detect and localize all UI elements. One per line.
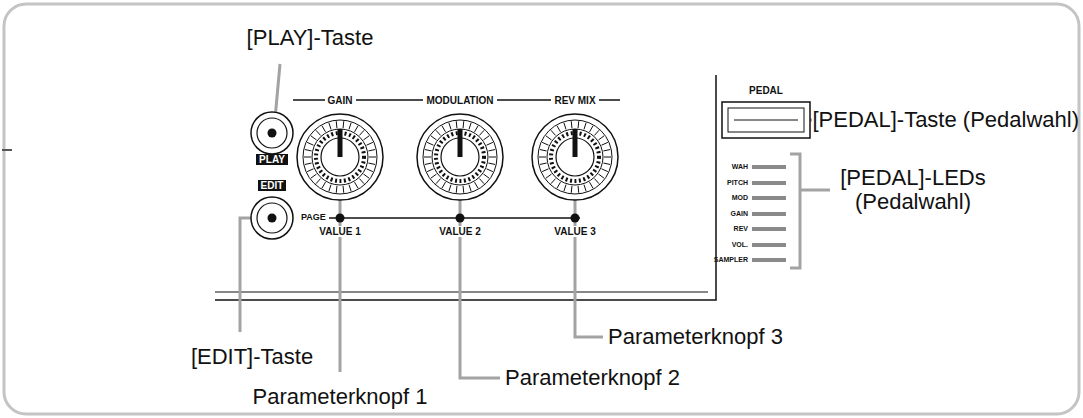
panel-label: PAGE <box>298 213 329 223</box>
led-label: PITCH <box>727 179 748 187</box>
frame <box>4 4 1079 414</box>
led-label: REV <box>734 225 748 233</box>
parameter-knob <box>532 114 618 223</box>
callout-label: Parameterknopf 3 <box>608 325 783 349</box>
panel-label: VALUE 3 <box>551 226 599 237</box>
pedal-button <box>722 102 810 138</box>
panel-label: REV MIX <box>551 95 598 106</box>
led-label: WAH <box>732 163 748 171</box>
pedal-led <box>752 258 786 262</box>
group-line <box>322 217 580 219</box>
pedal-led <box>752 196 786 200</box>
button-label: PLAY <box>256 154 288 165</box>
callout-label: [EDIT]-Taste <box>191 345 313 369</box>
panel-label: VALUE 2 <box>436 226 484 237</box>
pedal-led <box>752 227 786 231</box>
panel-edge <box>215 75 716 300</box>
button-label: EDIT <box>258 180 287 191</box>
led-label: MOD <box>732 194 748 202</box>
callout-label: [PEDAL]-LEDs (Pedalwahl) <box>828 166 998 214</box>
push-button <box>251 197 293 239</box>
led-label: SAMPLER <box>714 256 748 264</box>
led-label: VOL. <box>732 241 748 249</box>
callout-label: Parameterknopf 2 <box>505 366 680 390</box>
panel-label: VALUE 1 <box>316 226 364 237</box>
parameter-knob <box>417 114 503 223</box>
panel-label: MODULATION <box>423 95 496 106</box>
pedal-led <box>752 165 786 169</box>
callout-label: [PLAY]-Taste <box>247 26 374 50</box>
pedal-led <box>752 212 786 216</box>
callout-label: Parameterknopf 1 <box>253 385 428 409</box>
panel-label: PEDAL <box>749 85 783 96</box>
push-button <box>251 112 293 154</box>
panel-label: GAIN <box>325 95 356 106</box>
leader-line <box>800 189 830 192</box>
pedal-led <box>752 243 786 247</box>
parameter-knob <box>297 114 383 223</box>
led-label: GAIN <box>731 210 749 218</box>
bracket <box>790 154 800 268</box>
pedal-led <box>752 181 786 185</box>
frame-tick <box>2 149 12 151</box>
callout-label: [PEDAL]-Taste (Pedalwahl) <box>812 108 1079 132</box>
